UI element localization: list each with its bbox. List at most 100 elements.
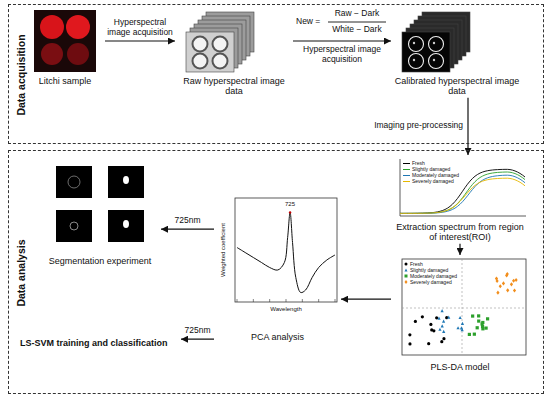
process-text: LS-SVM training and classification	[20, 336, 180, 348]
axis-tick	[253, 299, 254, 302]
scatter-point	[408, 333, 411, 336]
image-frame	[186, 32, 234, 72]
scatter-point	[405, 263, 408, 266]
node-caption: Raw hyperspectral image data	[176, 76, 292, 97]
legend-row: Fresh	[403, 160, 459, 166]
plot-frame	[235, 198, 337, 302]
scatter-point	[499, 284, 502, 288]
segmentation-image	[56, 166, 92, 198]
speckle	[413, 42, 415, 44]
flow-arrow	[341, 299, 391, 300]
scatter-point	[515, 278, 518, 282]
scatter-point	[496, 279, 499, 283]
loading-chart: PCA analysis Wavelength Weighted coefficie…	[215, 192, 340, 342]
axis-title: Wavelength	[235, 306, 337, 313]
scatter-point	[468, 333, 471, 336]
fraction-bar	[328, 22, 386, 23]
axis-tick	[335, 299, 336, 302]
scatter-point	[440, 309, 443, 312]
legend-text: Moderately damaged	[410, 273, 457, 279]
photo-background	[34, 10, 96, 72]
litchi-fruit	[66, 15, 90, 39]
image-frame	[402, 32, 450, 72]
scatter-point	[477, 319, 480, 322]
formula-text: Raw − Dark	[326, 9, 388, 19]
scatter-plot: PLS-DA modelFreshSlightly damagedModerat…	[392, 256, 528, 372]
scatter-point	[442, 337, 445, 340]
section-title: Data analysis	[15, 239, 27, 306]
segmented-region	[68, 176, 80, 188]
edge-label: 725nm	[178, 326, 218, 336]
peak-dot	[289, 211, 291, 213]
fruit-region	[193, 37, 208, 52]
segmentation-images-art	[40, 160, 160, 250]
fruit-region	[213, 37, 228, 52]
scatter-point	[486, 317, 489, 320]
edge-label: Hyperspectral image acquisition	[295, 45, 389, 65]
speckle	[433, 42, 435, 44]
scatter-point	[414, 320, 417, 323]
speckle	[413, 59, 415, 61]
fruit-region	[193, 54, 208, 69]
node-caption: Extraction spectrum from region of inter…	[392, 222, 528, 243]
spectrum-curve	[400, 178, 525, 213]
image-stack-art	[176, 8, 292, 74]
formula-text: New =	[296, 17, 320, 27]
scatter-point	[460, 326, 463, 329]
edge-label: 725nm	[163, 216, 213, 226]
edge-label: Imaging pre-processing	[374, 121, 463, 131]
node-caption: PCA analysis	[215, 332, 340, 342]
loading-chart-art	[215, 192, 340, 316]
legend-text: Severely damaged	[412, 178, 454, 184]
node-caption: Litchi sample	[26, 76, 104, 86]
scatter-point	[437, 317, 440, 320]
node-caption: Segmentation experiment	[40, 256, 160, 266]
litchi-fruit	[41, 43, 63, 65]
scatter-point	[496, 291, 499, 295]
spectrum-curve	[400, 175, 525, 213]
axis-tick	[318, 299, 319, 302]
axis-tick	[286, 299, 287, 302]
scatter-point	[456, 326, 459, 329]
fruit-region	[409, 54, 424, 69]
scatter-point	[513, 288, 516, 292]
speckle	[433, 59, 435, 61]
flow-arrow	[467, 98, 468, 155]
axis-tick	[302, 299, 303, 302]
section-panel: Data acquisitionLitchi sampleRaw hypersp…	[8, 4, 544, 144]
scatter-point	[405, 280, 408, 284]
chart-legend: FreshSlightly damagedModerately damagedS…	[403, 160, 459, 184]
litchi-fruit	[67, 43, 89, 65]
legend-swatch	[403, 175, 410, 177]
edge-label: Hyperspectral image acquisition	[106, 18, 174, 38]
axis-tick	[269, 299, 270, 302]
node-caption: PLS-DA model	[392, 362, 528, 372]
section-panel: Data analysis Extraction spectrum from re…	[8, 150, 544, 394]
legend-row: Severely damaged	[403, 178, 459, 184]
peak-label: 725	[278, 201, 302, 208]
image-stack: Raw hyperspectral image data	[176, 8, 292, 97]
flow-arrow	[105, 40, 175, 41]
scatter-point	[405, 275, 408, 278]
scatter-point	[505, 273, 508, 277]
axis-title: Weighted coefficient	[220, 223, 227, 277]
scatter-point	[459, 316, 462, 319]
axis-tick	[237, 299, 238, 302]
sample-image: Litchi sample	[26, 8, 104, 86]
scatter-point	[442, 319, 445, 322]
fruit-region	[429, 54, 444, 69]
flow-arrow	[181, 339, 214, 340]
node-caption: LS-SVM training and classification	[20, 338, 180, 348]
scatter-point	[481, 327, 484, 330]
zero-line	[402, 308, 526, 309]
chart-axis	[400, 159, 526, 216]
legend-text: Slightly damaged	[412, 166, 450, 172]
fruit-region	[429, 37, 444, 52]
scatter-point	[408, 342, 411, 345]
legend-text: Fresh	[412, 160, 425, 166]
legend-text: Moderately damaged	[412, 172, 459, 178]
scatter-point	[442, 330, 445, 333]
formula-text: White − Dark	[326, 25, 388, 35]
segmentation-images: Segmentation experiment	[40, 160, 160, 266]
